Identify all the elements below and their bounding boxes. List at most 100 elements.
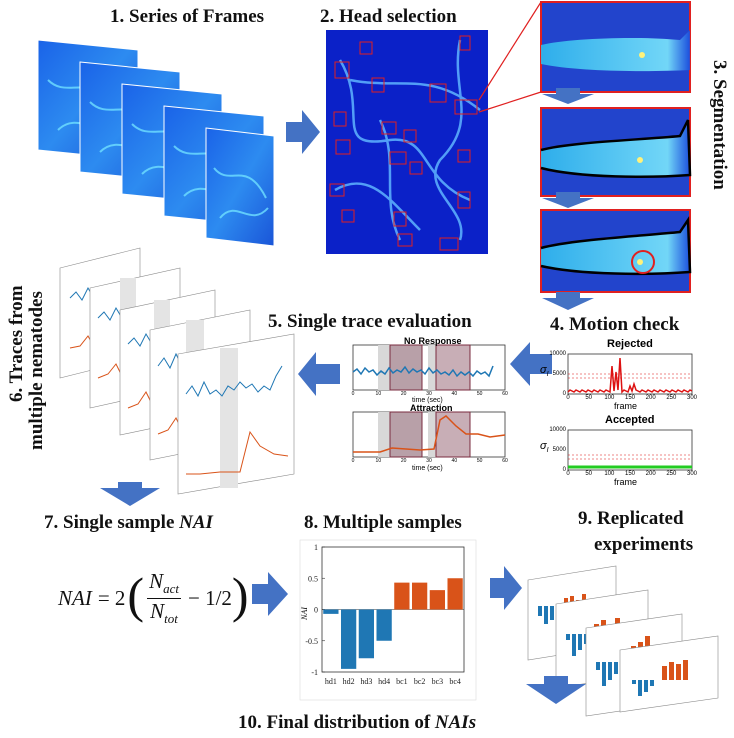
motion-ytick: 5000 [552,371,566,377]
motion-xtick: 200 [645,471,656,477]
trace-xtick: 60 [502,391,508,397]
attraction-signal [353,415,506,453]
bar-hd3 [358,609,375,659]
step10-label: 10. Final distribution of NAIs [238,712,476,734]
accepted-title: Accepted [605,414,655,426]
accepted-xlabel: frame [614,477,638,487]
rejected-signal [567,357,693,394]
motion-xtick: 200 [645,395,656,401]
motion-xtick: 300 [686,395,697,401]
formula-num-sub: act [163,581,179,597]
step10-nais: NAIs [434,712,477,733]
ytick-label: -0.5 [305,637,318,646]
step1-label: 1. Series of Frames [110,6,265,27]
trace-attraction [352,411,506,458]
trace-xtick: 10 [375,391,382,397]
bar-bc1 [394,582,410,610]
xtick-label: bc2 [414,677,426,686]
arrow-3-to-4 [542,292,594,310]
formula-eq: = 2 [97,585,126,610]
trace-no-response [352,344,506,391]
no-response-signal [352,365,494,378]
trace-xtick: 50 [476,458,483,464]
ytick-label: -1 [311,668,318,677]
formula-rparen: ) [231,567,249,623]
motion-xtick: 50 [585,395,592,401]
xtick-label: hd1 [325,677,337,686]
frame-5 [205,127,275,247]
xtick-label: hd3 [360,677,372,686]
step7-nai: NAI [179,512,213,533]
formula-lparen: ( [127,567,145,623]
xtick-label: hd2 [343,677,355,686]
trace-xtick: 0 [351,391,355,397]
motion-ytick: 10000 [549,351,566,357]
traces-stack [59,247,295,495]
motion-ytick: 0 [562,391,566,397]
bar-bc2 [411,582,428,610]
formula-den-sub: tot [164,610,178,626]
motion-xtick: 100 [604,395,615,401]
step9-label-line2: experiments [594,534,694,555]
motion-xtick: 0 [566,395,570,401]
head-selection-image [326,30,488,254]
roi-circle [631,250,655,274]
step8-label: 8. Multiple samples [304,512,462,533]
arrow-4-to-5 [510,342,552,386]
bar-hd1 [323,609,339,614]
step7-text: 7. Single sample [44,512,180,533]
motion-ytick: 10000 [549,427,566,433]
trace-xtick: 30 [426,391,432,397]
arrow-5-to-6 [298,352,340,396]
trace-xtick: 50 [476,391,483,397]
formula-lhs: NAI [58,585,92,610]
rejected-xlabel: frame [614,401,638,411]
ytick-label: 1 [314,543,318,552]
formula-fraction: Nact Ntot [147,569,181,626]
trace-xtick: 40 [451,458,458,464]
accepted-ylabel: σI [540,440,549,455]
motion-xtick: 150 [624,471,635,477]
trace-xtick: 0 [351,458,355,464]
arrow-9-to-10 [526,676,586,704]
arrow-8-to-9 [490,566,522,610]
zoom-line-bottom [478,91,542,113]
step2-label: 2. Head selection [320,6,457,27]
step7-label: 7. Single sample NAI [44,512,213,534]
bar-bc4 [447,578,463,610]
bar-bc3 [429,590,446,610]
zoom-line-top [478,1,542,101]
motion-xtick: 150 [624,395,635,401]
trace-bottom-title: Attraction [410,403,453,413]
motion-rejected-chart [567,353,693,395]
formula-num: N [149,569,164,594]
motion-xtick: 50 [585,471,592,477]
arrow-7-to-8 [252,572,288,616]
replicated-stack [527,565,719,717]
arrow-3b [542,192,594,208]
rejected-title: Rejected [607,338,653,350]
nai-formula: NAI = 2 ( Nact Ntot − 1/2 ) [58,568,249,628]
trace-xtick: 20 [400,458,407,464]
step5-label: 5. Single trace evaluation [268,311,472,332]
rejected-ylabel: σI [540,364,549,379]
ytick-label: 0.5 [308,574,318,583]
bar-hd4 [376,609,392,641]
seg-panel-contour [540,107,692,197]
xtick-label: bc1 [396,677,408,686]
bar-ylabel: NAI [300,607,309,621]
seg-panel-raw [540,1,691,93]
trace-xtick: 10 [375,458,382,464]
xtick-label: bc4 [449,677,461,686]
xtick-label: hd4 [378,677,390,686]
ytick-label: 0 [314,606,318,615]
formula-den: N [150,598,165,623]
motion-ytick: 5000 [552,447,566,453]
formula-tail: − 1/2 [187,585,232,610]
trace-xtick: 40 [451,391,458,397]
motion-xtick: 100 [604,471,615,477]
trace-top-title: No Response [404,336,462,346]
arrow-3a [542,88,594,104]
